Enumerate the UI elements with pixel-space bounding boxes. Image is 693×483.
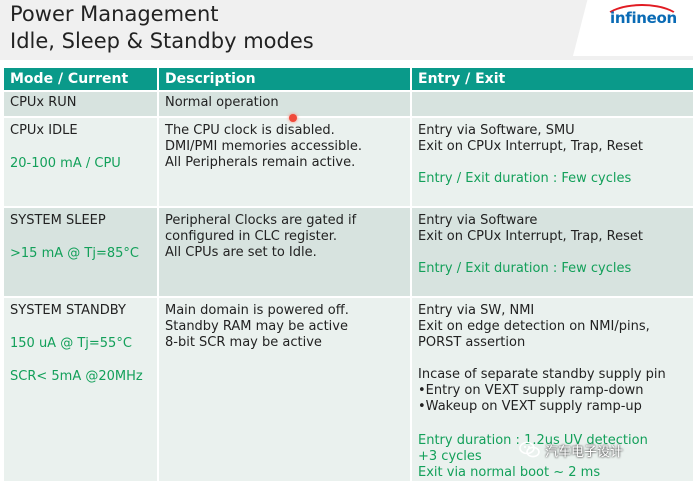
description-text: Standby RAM may be active [165,319,348,334]
cell-mode: SYSTEM SLEEP >15 mA @ Tj=85°C [4,208,157,296]
mode-name: SYSTEM SLEEP [10,213,106,228]
standby-supply-text: •Entry on VEXT supply ramp-down [418,383,644,398]
cell-description: Peripheral Clocks are gated if configure… [159,208,410,296]
infineon-logo: infineon [600,2,684,40]
column-header-mode: Mode / Current [4,68,157,90]
exit-text: Exit on CPUx Interrupt, Trap, Reset [418,229,643,244]
duration-text: Entry / Exit duration : Few cycles [418,261,632,276]
wechat-icon [519,441,540,458]
table-row: SYSTEM SLEEP >15 mA @ Tj=85°C Peripheral… [4,208,693,296]
mode-name: SYSTEM STANDBY [10,303,126,318]
power-modes-table: Mode / Current Description Entry / Exit … [2,66,693,483]
table-row: CPUx IDLE 20-100 mA / CPU The CPU clock … [4,118,693,206]
description-text: All CPUs are set to Idle. [165,245,317,260]
description-text: Normal operation [165,95,279,110]
cell-mode: CPUx IDLE 20-100 mA / CPU [4,118,157,206]
mode-name: CPUx IDLE [10,123,78,138]
exit-text: PORST assertion [418,335,526,350]
cell-description: Main domain is powered off. Standby RAM … [159,298,410,481]
description-text: DMI/PMI memories accessible. [165,139,363,154]
duration-text: Entry / Exit duration : Few cycles [418,171,632,186]
logo-arc-icon [602,4,682,40]
entry-text: Entry via Software [418,213,538,228]
duration-text: +3 cycles [418,449,482,464]
watermark: 汽车电子设计 [519,438,623,462]
description-text: The CPU clock is disabled. [165,123,335,138]
column-header-description: Description [159,68,410,90]
description-text: Main domain is powered off. [165,303,349,318]
column-header-entry-exit: Entry / Exit [412,68,693,90]
logo-text: infineon [610,9,677,27]
description-text: 8-bit SCR may be active [165,335,322,350]
entry-text: Entry via SW, NMI [418,303,535,318]
cell-entry-exit: Entry via Software Exit on CPUx Interrup… [412,208,693,296]
duration-text: Entry duration : 1.2us UV detection [418,433,648,448]
cell-mode: SYSTEM STANDBY 150 uA @ Tj=55°C SCR< 5mA… [4,298,157,481]
cell-entry-exit: Entry via Software, SMU Exit on CPUx Int… [412,118,693,206]
mode-current: 150 uA @ Tj=55°C [10,336,132,351]
exit-text: Exit on CPUx Interrupt, Trap, Reset [418,139,643,154]
mode-current-scr: SCR< 5mA @20MHz [10,369,143,384]
standby-supply-text: Incase of separate standby supply pin [418,367,666,382]
description-text: Peripheral Clocks are gated if [165,213,357,228]
exit-text: Exit on edge detection on NMI/pins, [418,319,650,334]
mode-name: CPUx RUN [10,95,77,110]
cell-description: Normal operation [159,92,410,116]
cell-mode: CPUx RUN [4,92,157,116]
title-line-2: Idle, Sleep & Standby modes [10,29,314,53]
cell-description: The CPU clock is disabled. DMI/PMI memor… [159,118,410,206]
description-text: configured in CLC register. [165,229,338,244]
duration-text: Exit via normal boot ~ 2 ms [418,465,601,480]
slide-title: Power Management Idle, Sleep & Standby m… [10,1,314,55]
mode-current: >15 mA @ Tj=85°C [10,246,139,261]
watermark-text: 汽车电子设计 [545,444,624,460]
title-line-1: Power Management [10,2,219,26]
entry-text: Entry via Software, SMU [418,123,575,138]
table-row: SYSTEM STANDBY 150 uA @ Tj=55°C SCR< 5mA… [4,298,693,481]
table-header-row: Mode / Current Description Entry / Exit [4,68,693,90]
cell-entry-exit: Entry via SW, NMI Exit on edge detection… [412,298,693,481]
description-text: All Peripherals remain active. [165,155,356,170]
standby-supply-text: •Wakeup on VEXT supply ramp-up [418,399,642,414]
cell-entry-exit [412,92,693,116]
laser-pointer-dot [289,114,297,122]
mode-current: 20-100 mA / CPU [10,156,121,171]
table-row: CPUx RUN Normal operation [4,92,693,116]
